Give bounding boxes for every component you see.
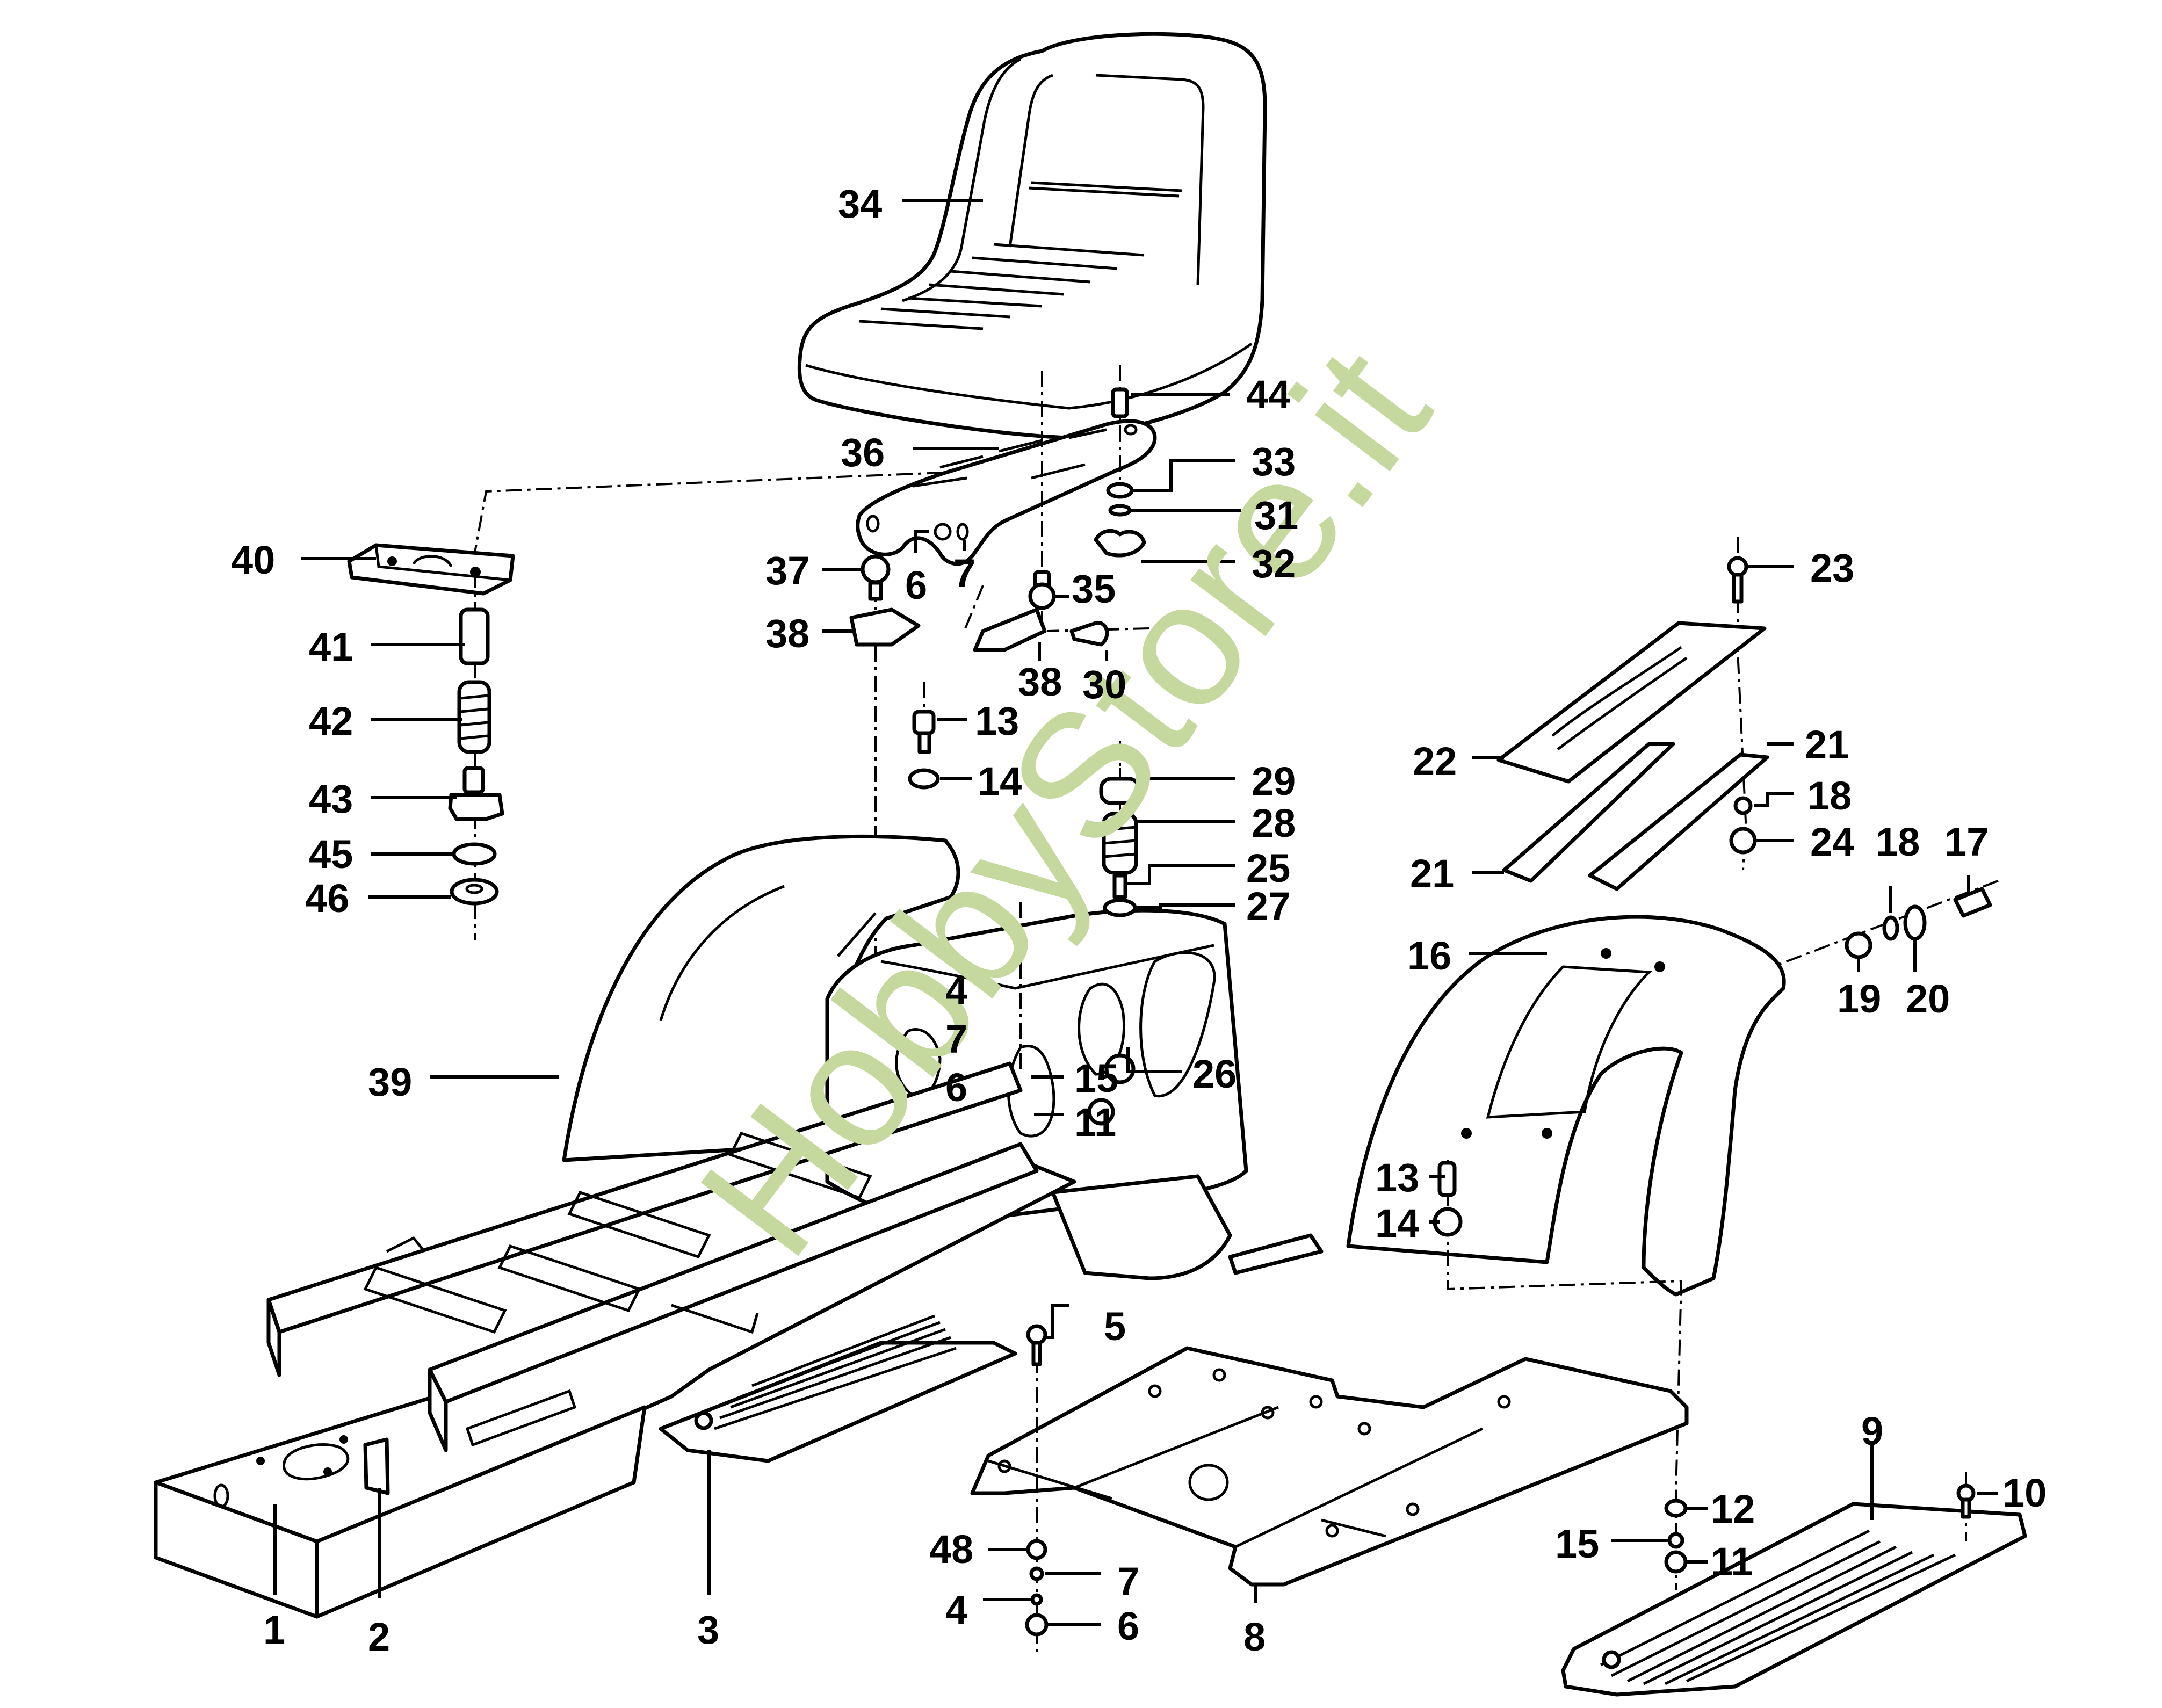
callout-10: 10 [2002, 1471, 2047, 1515]
seat-part-34[interactable] [797, 32, 1267, 440]
callout-28: 28 [1252, 801, 1296, 845]
footrest-plate-part-8[interactable] [970, 1346, 1689, 1587]
callout-16: 16 [1407, 933, 1451, 978]
spring-assembly-25-29 [1099, 741, 1141, 917]
callout-18-upper: 18 [1807, 773, 1852, 818]
callout-7-upper: 7 [953, 551, 975, 596]
callout-42: 42 [309, 699, 353, 743]
callout-36: 36 [841, 430, 885, 475]
callout-7-lower: 7 [1117, 1559, 1139, 1604]
callout-13-lower: 13 [1375, 1155, 1419, 1200]
callout-26: 26 [1192, 1052, 1237, 1096]
callout-1: 1 [263, 1608, 285, 1652]
callout-32: 32 [1252, 541, 1296, 586]
callout-39: 39 [368, 1060, 412, 1104]
bolt-13-14 [908, 682, 940, 790]
fender-bolt-17-20 [1772, 880, 1999, 968]
rear-fender-part-16[interactable] [1346, 915, 1786, 1494]
leader-lines [273, 199, 1998, 1626]
callout-18-lower: 18 [1876, 820, 1920, 864]
callout-9: 9 [1861, 1409, 1883, 1453]
callout-19: 19 [1837, 976, 1881, 1021]
callout-17: 17 [1944, 820, 1989, 864]
body-housing-part-39[interactable] [562, 768, 1324, 1280]
callout-41: 41 [309, 625, 353, 669]
callout-4-lower: 4 [945, 1588, 967, 1632]
callout-20: 20 [1906, 976, 1950, 1021]
callout-12: 12 [1711, 1487, 1755, 1531]
callout-5: 5 [1104, 1304, 1126, 1349]
callout-23: 23 [1810, 546, 1854, 590]
callout-7-body: 7 [945, 1017, 967, 1061]
callout-34: 34 [838, 182, 882, 226]
callout-11-upper: 11 [1074, 1100, 1116, 1145]
callout-2: 2 [368, 1615, 390, 1659]
callout-31: 31 [1254, 493, 1298, 538]
callout-45: 45 [309, 832, 353, 877]
callout-27: 27 [1246, 884, 1290, 929]
callout-29: 29 [1252, 759, 1296, 804]
callout-6-lower: 6 [1117, 1604, 1139, 1648]
callout-14-upper: 14 [978, 759, 1022, 804]
callout-21-left: 21 [1410, 851, 1454, 896]
callout-22: 22 [1413, 739, 1457, 784]
callout-40: 40 [231, 538, 275, 582]
callout-14-lower: 14 [1375, 1201, 1419, 1246]
callout-38-left: 38 [765, 611, 809, 656]
callout-6-upper: 6 [905, 563, 927, 607]
callout-6-body: 6 [945, 1065, 967, 1110]
callout-25: 25 [1246, 846, 1290, 891]
seat-bracket-part-36[interactable] [856, 419, 1157, 566]
callout-48: 48 [929, 1527, 973, 1572]
slide-rails-21-22[interactable] [1496, 537, 1769, 891]
callout-24: 24 [1810, 820, 1854, 864]
callout-15-upper: 15 [1074, 1056, 1118, 1101]
callout-labels: 34 44 36 33 31 40 32 23 37 6 7 35 38 38 … [231, 182, 2047, 1659]
callout-15-lower: 15 [1555, 1522, 1599, 1566]
seat-hardware [472, 365, 1150, 1123]
callout-30: 30 [1082, 662, 1126, 707]
callout-35: 35 [1072, 567, 1116, 611]
callout-13-upper: 13 [975, 699, 1019, 743]
callout-37: 37 [765, 548, 809, 593]
callout-4-upper: 4 [945, 968, 967, 1013]
callout-33: 33 [1252, 439, 1296, 484]
chassis-frame-part-1[interactable] [154, 1061, 1076, 1619]
callout-38-right: 38 [1018, 660, 1062, 704]
spring-assembly-40-46[interactable] [347, 543, 515, 940]
callout-11-lower: 11 [1711, 1539, 1753, 1584]
footrest-hardware [1025, 1324, 1688, 1654]
left-footboard-part-3[interactable] [659, 1314, 1017, 1463]
callout-3: 3 [697, 1608, 719, 1652]
callout-46: 46 [305, 876, 349, 921]
right-footboard-part-9[interactable] [1561, 1472, 2027, 1697]
callout-21-right: 21 [1805, 722, 1849, 767]
callout-43: 43 [309, 777, 353, 821]
callout-44: 44 [1246, 372, 1290, 417]
callout-8: 8 [1243, 1615, 1266, 1659]
